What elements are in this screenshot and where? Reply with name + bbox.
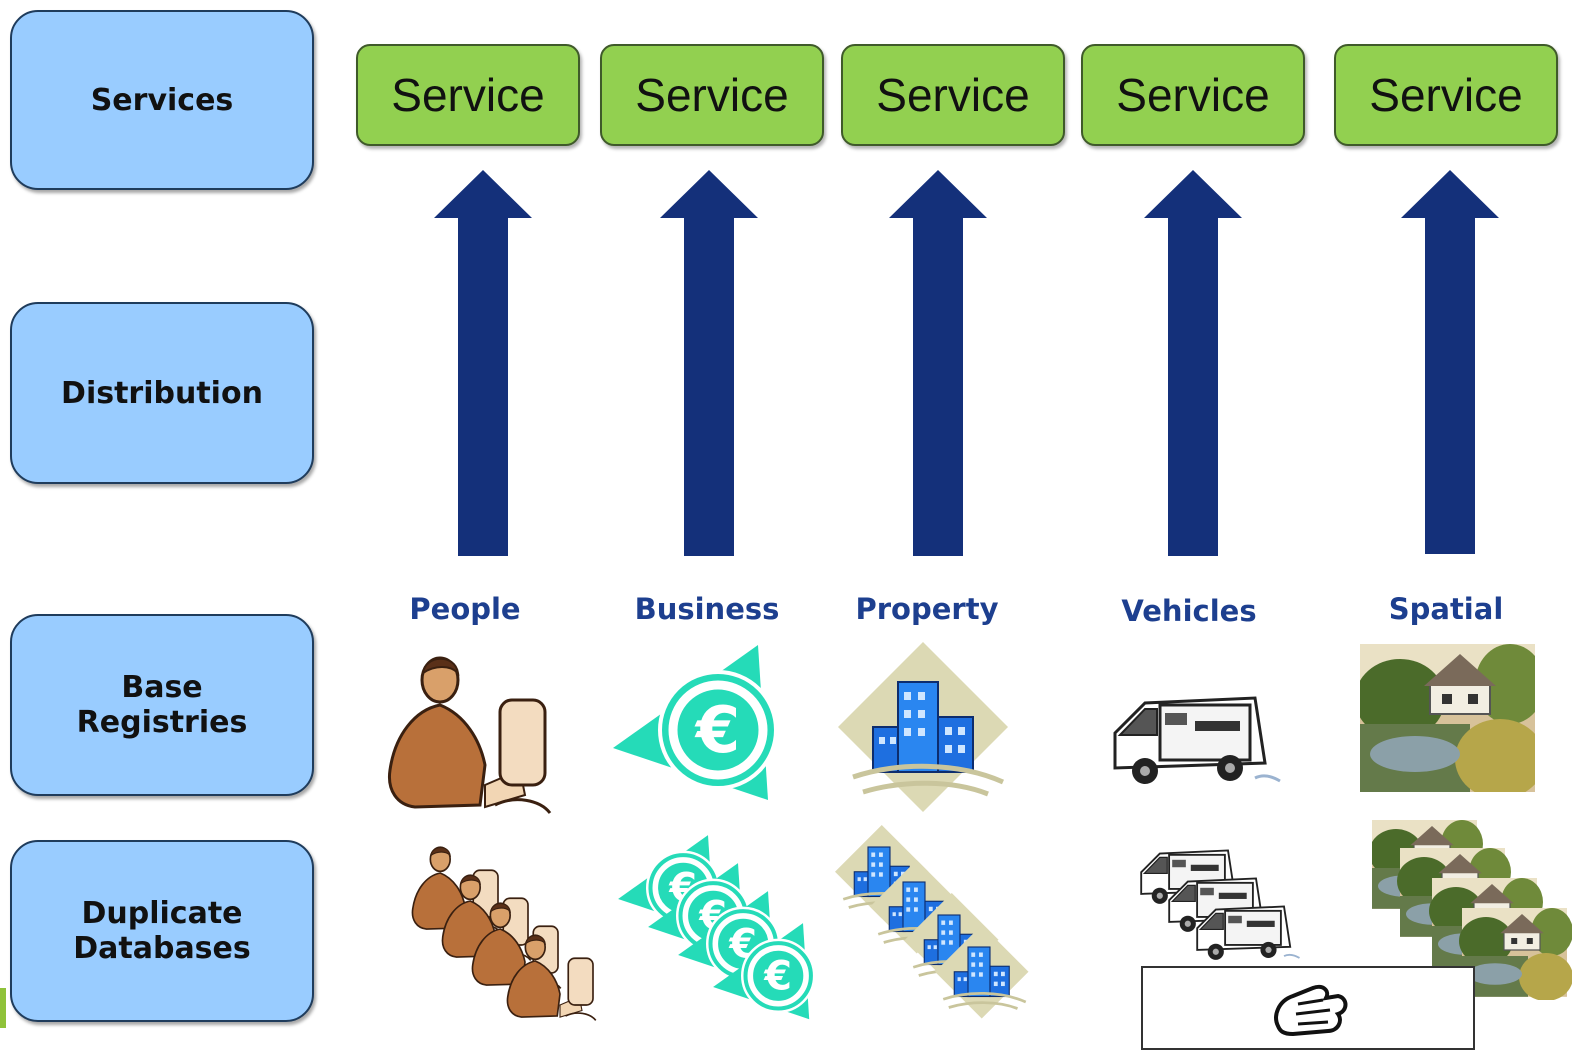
- service-box-1: Service: [356, 44, 580, 146]
- layer-services: Services: [10, 10, 314, 190]
- category-people: People: [409, 592, 521, 626]
- category-property: Property: [855, 592, 999, 626]
- person-at-computer-icon: [387, 656, 552, 815]
- duplicate-ambulance-icon: [1140, 849, 1301, 961]
- office-building-icon: [838, 642, 1013, 817]
- slide-accent: [0, 988, 6, 1028]
- duplicate-building-icon: [835, 825, 1030, 1020]
- up-arrow-2: [660, 170, 758, 556]
- layer-base-registries-label: Base Registries: [76, 670, 248, 740]
- layer-distribution-label: Distribution: [61, 375, 263, 411]
- up-arrow-1: [434, 170, 532, 556]
- ambulance-icon: [1113, 696, 1282, 786]
- service-box-2: Service: [600, 44, 824, 146]
- service-box-5: Service: [1334, 44, 1558, 146]
- landscape-house-icon: [1360, 644, 1535, 792]
- up-arrow-5: [1401, 170, 1499, 554]
- hand-cursor-icon: [1274, 984, 1348, 1037]
- layer-duplicate-databases: Duplicate Databases: [10, 840, 314, 1022]
- layer-duplicate-databases-label: Duplicate Databases: [73, 896, 251, 966]
- duplicate-euro-icon: [615, 832, 820, 1027]
- category-vehicles: Vehicles: [1121, 594, 1257, 628]
- layer-distribution: Distribution: [10, 302, 314, 484]
- cursor-box: [1141, 966, 1475, 1050]
- layer-base-registries: Base Registries: [10, 614, 314, 796]
- up-arrow-3: [889, 170, 987, 556]
- category-spatial: Spatial: [1388, 592, 1504, 626]
- layer-services-label: Services: [90, 82, 234, 118]
- service-box-3: Service: [841, 44, 1065, 146]
- service-box-4: Service: [1081, 44, 1305, 146]
- up-arrow-4: [1144, 170, 1242, 556]
- euro-money-icon: [608, 640, 783, 810]
- category-business: Business: [634, 592, 780, 626]
- duplicate-people-icon: [411, 846, 597, 1022]
